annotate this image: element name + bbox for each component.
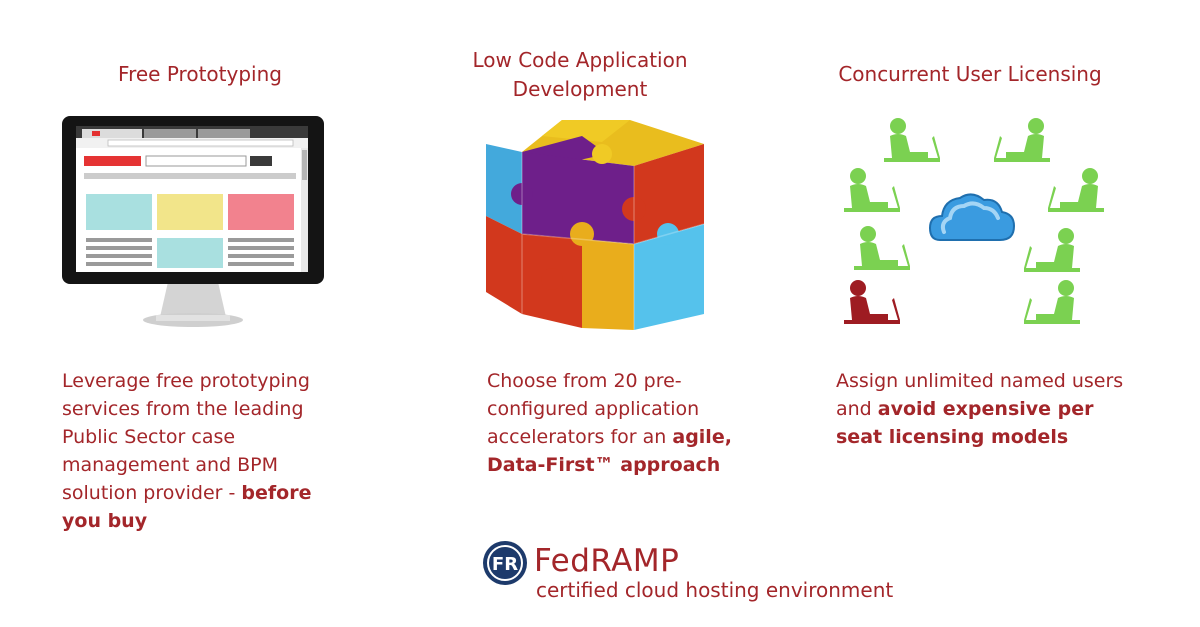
desc-free-prototyping: Leverage free prototyping services from … [62,367,342,535]
fedramp-logo-text: FR [492,554,518,575]
title-low-code: Low Code Application Development [472,48,688,101]
fedramp-tagline: certified cloud hosting environment [536,578,894,602]
fedramp-name: FedRAMP [534,543,680,579]
desc-bold: agile, Data-First™ approach [487,426,732,476]
cloud-users-icon [844,118,1104,324]
title-free-prototyping: Free Prototyping [118,62,282,86]
desc-plain: Assign unlimited named users and [836,370,1124,420]
desc-bold: before you buy [62,482,312,532]
desc-plain: Choose from 20 pre-configured applicatio… [487,370,700,448]
title-concurrent-licensing: Concurrent User Licensing [838,62,1102,86]
desc-bold: avoid expensive per seat licensing model… [836,398,1094,448]
desc-low-code: Choose from 20 pre-configured applicatio… [487,367,757,479]
monitor-icon [62,116,324,327]
desc-concurrent-licensing: Assign unlimited named users and avoid e… [836,367,1136,451]
desc-plain: Leverage free prototyping services from … [62,370,310,504]
puzzle-cube-icon [486,120,705,330]
fedramp-logo-icon: FR [483,541,527,585]
